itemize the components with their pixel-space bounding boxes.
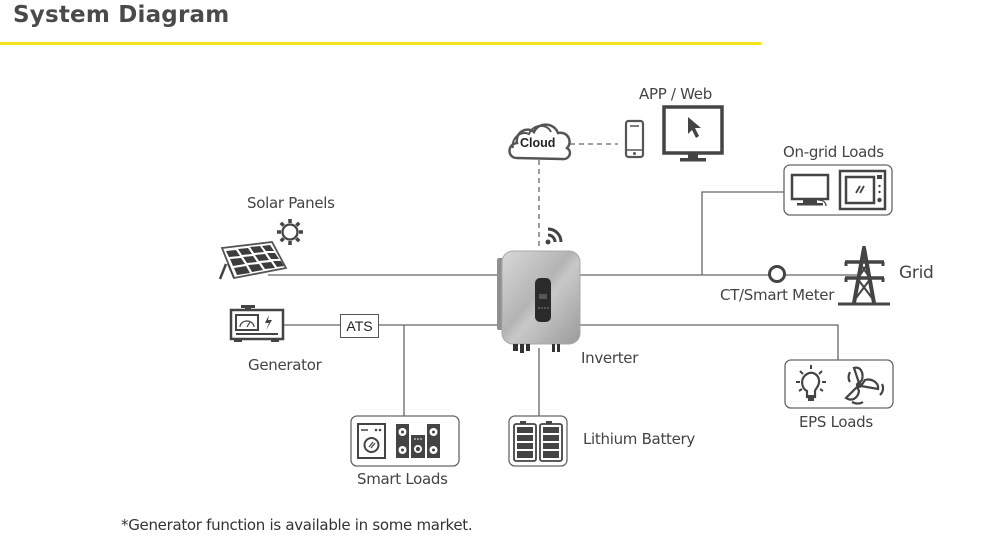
ct-meter-label: CT/Smart Meter (720, 286, 835, 304)
smartphone-icon (624, 119, 645, 159)
fan-icon (844, 366, 885, 405)
transmission-tower-icon (838, 246, 890, 306)
wifi-icon (545, 227, 563, 245)
smart-loads-label: Smart Loads (357, 470, 448, 488)
cloud-icon (508, 123, 572, 161)
ats-label: ATS (346, 318, 373, 334)
solar-panels-label: Solar Panels (247, 194, 335, 212)
battery-icon (513, 421, 563, 462)
ats-box: ATS (340, 314, 379, 338)
grid-label: Grid (899, 263, 934, 283)
eps-loads-label: EPS Loads (799, 413, 873, 431)
washing-machine-icon (357, 423, 386, 459)
generator-label: Generator (248, 356, 322, 374)
lithium-battery-label: Lithium Battery (583, 430, 695, 448)
monitor-cursor-icon (662, 105, 724, 162)
tv-icon (790, 173, 830, 207)
title-underline (0, 42, 761, 45)
on-grid-loads-label: On-grid Loads (783, 143, 884, 161)
generator-icon (229, 305, 285, 342)
connection-inverter-eps-loads (580, 324, 839, 360)
eps-loads-box (784, 359, 894, 409)
microwave-icon (838, 169, 887, 211)
inverter-label: Inverter (581, 349, 639, 367)
page-title: System Diagram (13, 2, 230, 28)
battery-box (508, 415, 568, 467)
footnote: *Generator function is available in some… (121, 516, 473, 534)
app-web-label: APP / Web (639, 85, 712, 103)
meter-ring-icon (768, 265, 786, 283)
cloud-label: Cloud (520, 136, 556, 150)
on-grid-loads-box (783, 164, 893, 216)
sun-icon (277, 219, 303, 245)
inverter-icon (497, 250, 581, 353)
light-bulb-icon (796, 365, 826, 401)
speakers-icon (396, 424, 440, 458)
solar-panel-icon (218, 241, 288, 280)
connection-inverter-ongrid-loads (701, 191, 784, 275)
smart-loads-box (350, 415, 460, 467)
